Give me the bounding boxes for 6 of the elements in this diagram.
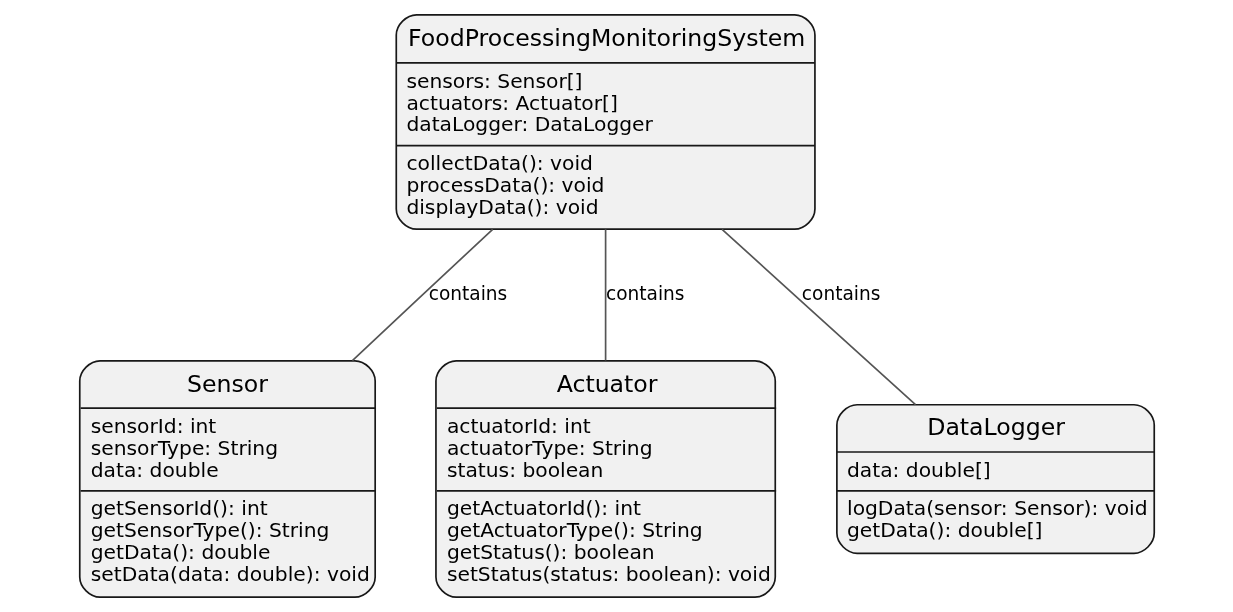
- edge-label: contains: [605, 282, 685, 304]
- edge-label: contains: [801, 282, 880, 304]
- connector: [604, 228, 606, 362]
- connector: [351, 228, 493, 362]
- edge-label: contains: [428, 282, 507, 304]
- connector: [720, 228, 916, 406]
